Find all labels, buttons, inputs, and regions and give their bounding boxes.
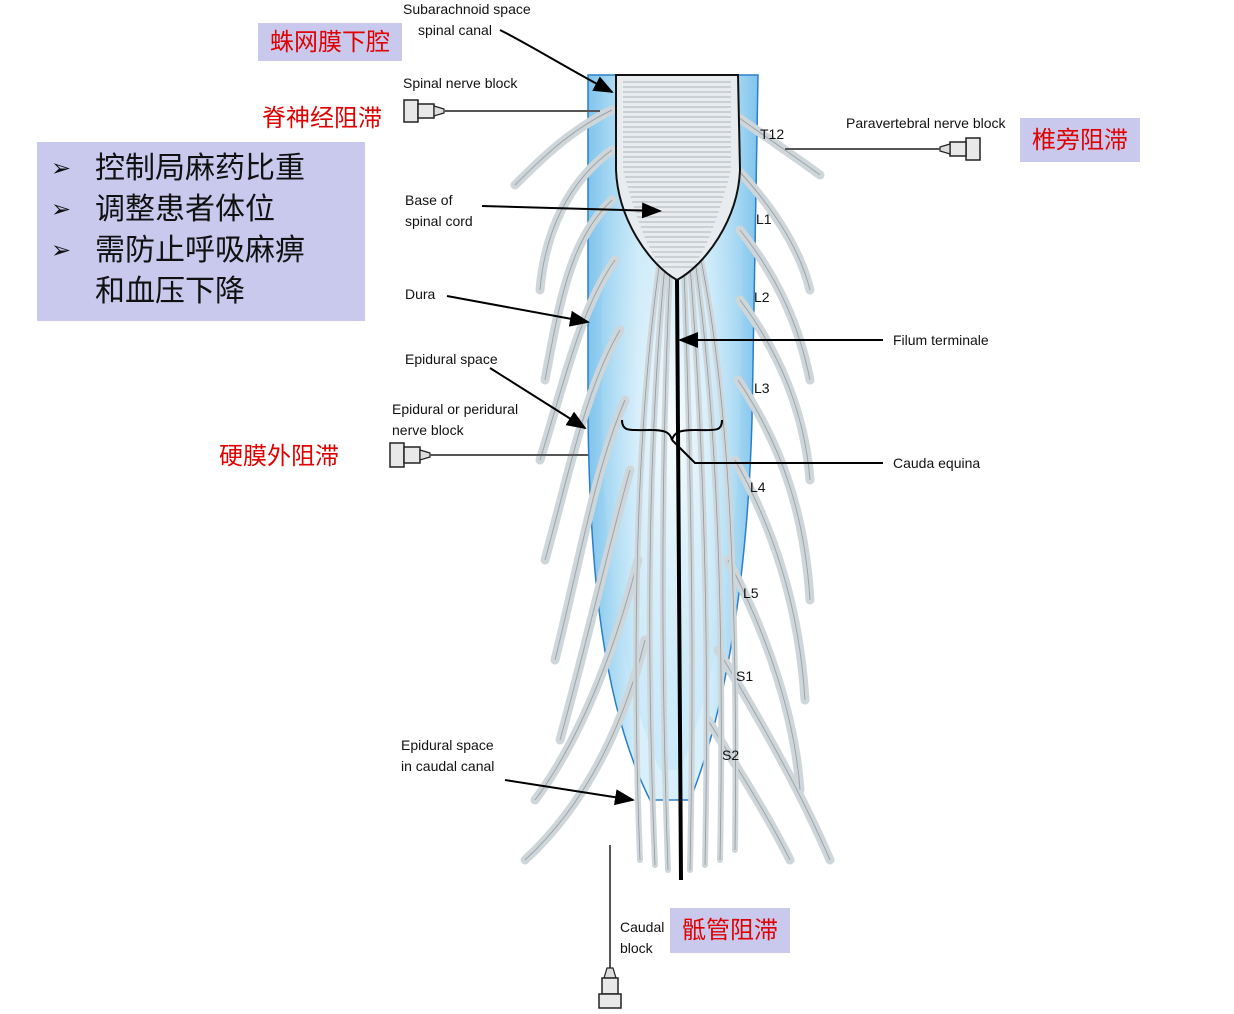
filum-terminale [675,279,683,881]
label-spinal-canal: spinal canal [418,22,492,38]
notes-box: ➢ 控制局麻药比重 ➢ 调整患者体位 ➢ 需防止呼吸麻痹 和血压下降 [37,142,365,321]
epidural-needle [389,442,588,468]
paravertebral-needle [785,137,981,161]
note-item: ➢ 调整患者体位 [51,189,355,230]
arrow-bullet-icon: ➢ [51,236,72,264]
level-label: L2 [754,289,770,305]
note-text: 控制局麻药比重 [95,151,305,186]
note-item: ➢ 需防止呼吸麻痹 和血压下降 [51,230,355,312]
level-label: S2 [722,747,739,763]
label-paravertebral: Paravertebral nerve block [846,115,1007,131]
level-label: L3 [754,380,770,396]
level-label: L5 [743,585,759,601]
label-block: block [620,940,654,956]
spinal-cord [615,74,742,282]
label-caudal-space-1: Epidural space [401,737,494,753]
arrow-bullet-icon: ➢ [51,154,72,182]
nerve-roots-right-outline [707,114,831,861]
level-label: L4 [750,479,766,495]
label-filum: Filum terminale [893,332,989,348]
label-caudal: Caudal [620,919,664,935]
label-caudal-space-2: in caudal canal [401,758,494,774]
cn-label-caudal: 骶管阻滞 [670,908,790,953]
level-label: T12 [760,126,784,142]
label-subarachnoid: Subarachnoid space [403,1,531,17]
label-dura: Dura [405,286,436,302]
cn-label-spinal-block: 脊神经阻滞 [262,104,382,132]
label-base-of: Base of [405,192,453,208]
label-nerve-block: nerve block [392,422,465,438]
label-spinal-nerve-block: Spinal nerve block [403,75,518,91]
note-text: 调整患者体位 [95,192,275,227]
cn-label-epidural: 硬膜外阻滞 [219,442,339,470]
level-label: L1 [756,211,772,227]
label-cauda: Cauda equina [893,455,980,471]
arrow-bullet-icon: ➢ [51,195,72,223]
label-epidural-space: Epidural space [405,351,498,367]
note-item: ➢ 控制局麻药比重 [51,148,355,189]
spinal-needle [403,99,600,123]
label-spinal-cord: spinal cord [405,213,473,229]
level-label: S1 [736,668,753,684]
cn-label-subarachnoid: 蛛网膜下腔 [258,23,402,61]
cn-label-paravertebral: 椎旁阻滞 [1020,118,1140,162]
pointer-lines [446,29,883,806]
note-text: 需防止呼吸麻痹 和血压下降 [95,233,305,309]
label-epidural-or: Epidural or peridural [392,401,518,417]
caudal-needle [598,845,622,1009]
